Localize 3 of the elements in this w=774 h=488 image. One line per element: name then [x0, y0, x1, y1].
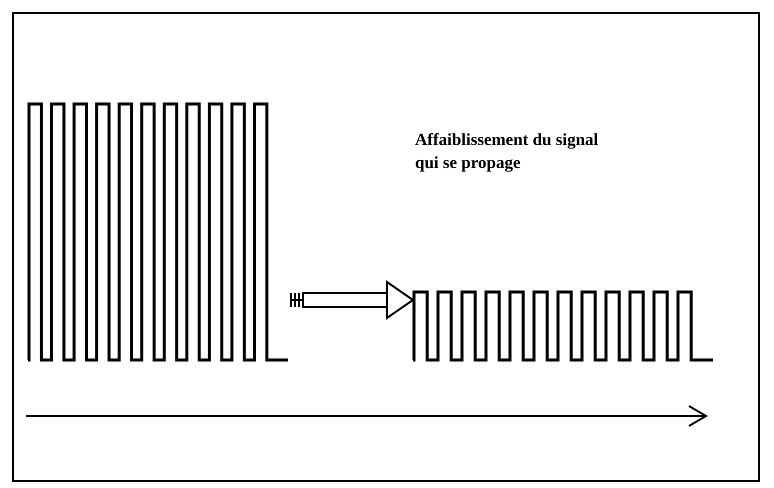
hollow-arrow [288, 280, 414, 320]
square-wave-drawing [27, 102, 289, 362]
caption-text: Affaiblissement du signal qui se propage [415, 129, 600, 174]
